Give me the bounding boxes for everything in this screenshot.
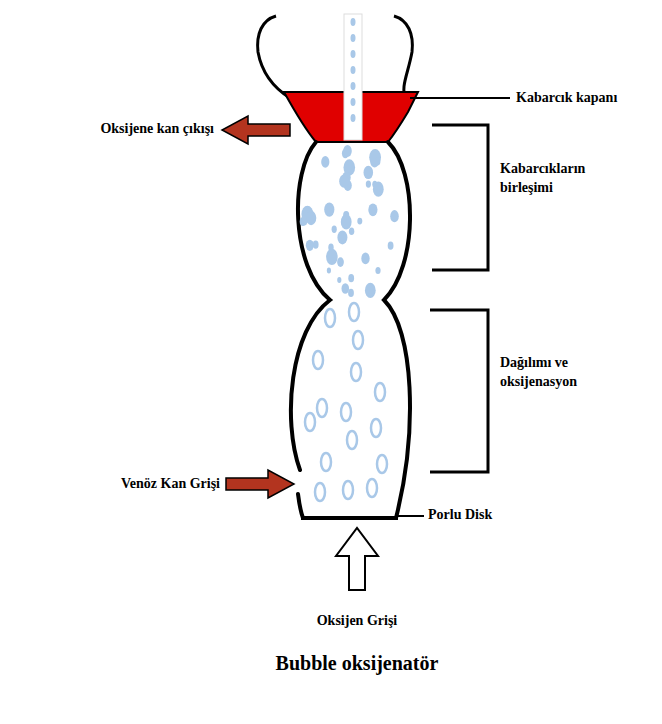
bubble — [313, 351, 323, 369]
bubble — [366, 180, 371, 187]
bubble — [306, 211, 316, 225]
part-label: Kabarcık kapanı — [516, 89, 617, 108]
bubble — [332, 226, 337, 233]
bracket — [432, 125, 488, 270]
bubble — [348, 289, 354, 297]
bubble — [367, 479, 377, 497]
bubble — [321, 156, 329, 168]
chamber-wall — [298, 494, 303, 518]
bubble — [348, 274, 354, 282]
bubble — [351, 82, 356, 90]
bubbles — [300, 18, 399, 501]
part-label: Venöz Kan Grişi — [121, 475, 220, 494]
bubble — [368, 203, 377, 216]
bubble — [375, 267, 380, 274]
outlet-arrow — [222, 116, 290, 144]
bubble — [351, 98, 356, 106]
porous-disk — [301, 516, 398, 520]
part-label: Kabarcıkların birleşimi — [500, 160, 618, 198]
bubble — [351, 363, 361, 381]
bubble — [388, 242, 394, 250]
leader-line — [398, 515, 424, 517]
chamber-wall — [291, 142, 330, 470]
bubble — [324, 202, 334, 216]
central-tube — [344, 14, 362, 140]
top-hook — [258, 16, 290, 98]
bubble — [351, 50, 356, 58]
leader-line — [410, 97, 510, 99]
bubble — [343, 211, 349, 220]
oxygen-arrow — [336, 528, 378, 590]
bubble — [349, 303, 359, 321]
bubble — [343, 145, 352, 157]
bubble — [315, 483, 325, 501]
bracket — [430, 310, 488, 472]
bubble — [375, 383, 385, 401]
bubble — [301, 216, 308, 226]
bubble — [377, 455, 387, 473]
bubble — [351, 18, 356, 26]
bubble — [347, 431, 357, 449]
bubble — [351, 114, 356, 122]
bubble — [337, 257, 344, 267]
part-label: Oksijen Grişi — [317, 612, 398, 631]
inlet-arrow — [226, 470, 294, 498]
bubble — [305, 413, 315, 431]
bubble — [337, 230, 347, 244]
bubble — [351, 66, 356, 74]
bubble — [341, 403, 351, 421]
bubble — [337, 277, 341, 283]
part-label: Dağılımı ve oksijenasyon — [500, 354, 618, 392]
bubble — [313, 241, 319, 249]
bubble — [357, 218, 362, 225]
top-hook — [394, 16, 412, 98]
bubble — [321, 453, 331, 471]
bubble — [317, 399, 327, 417]
bubble — [365, 283, 376, 298]
bubble — [361, 253, 369, 265]
bubble — [349, 228, 354, 236]
bubble — [390, 210, 399, 222]
bubble — [374, 157, 380, 165]
bubble — [364, 166, 374, 179]
bubble — [351, 34, 356, 42]
bubble — [342, 283, 350, 294]
bubble — [373, 182, 384, 197]
bubble — [343, 481, 353, 499]
bubble — [327, 267, 331, 273]
bubble — [339, 175, 348, 188]
bubble — [369, 149, 381, 165]
part-label: Oksijene kan çıkışı — [100, 120, 214, 139]
part-label: Porlu Disk — [428, 506, 492, 525]
bubble — [353, 331, 363, 349]
bubble — [371, 419, 381, 437]
bubble — [326, 249, 338, 265]
bubble — [325, 309, 335, 327]
bubble — [306, 240, 314, 251]
caption: Bubble oksijenatör — [276, 652, 439, 675]
